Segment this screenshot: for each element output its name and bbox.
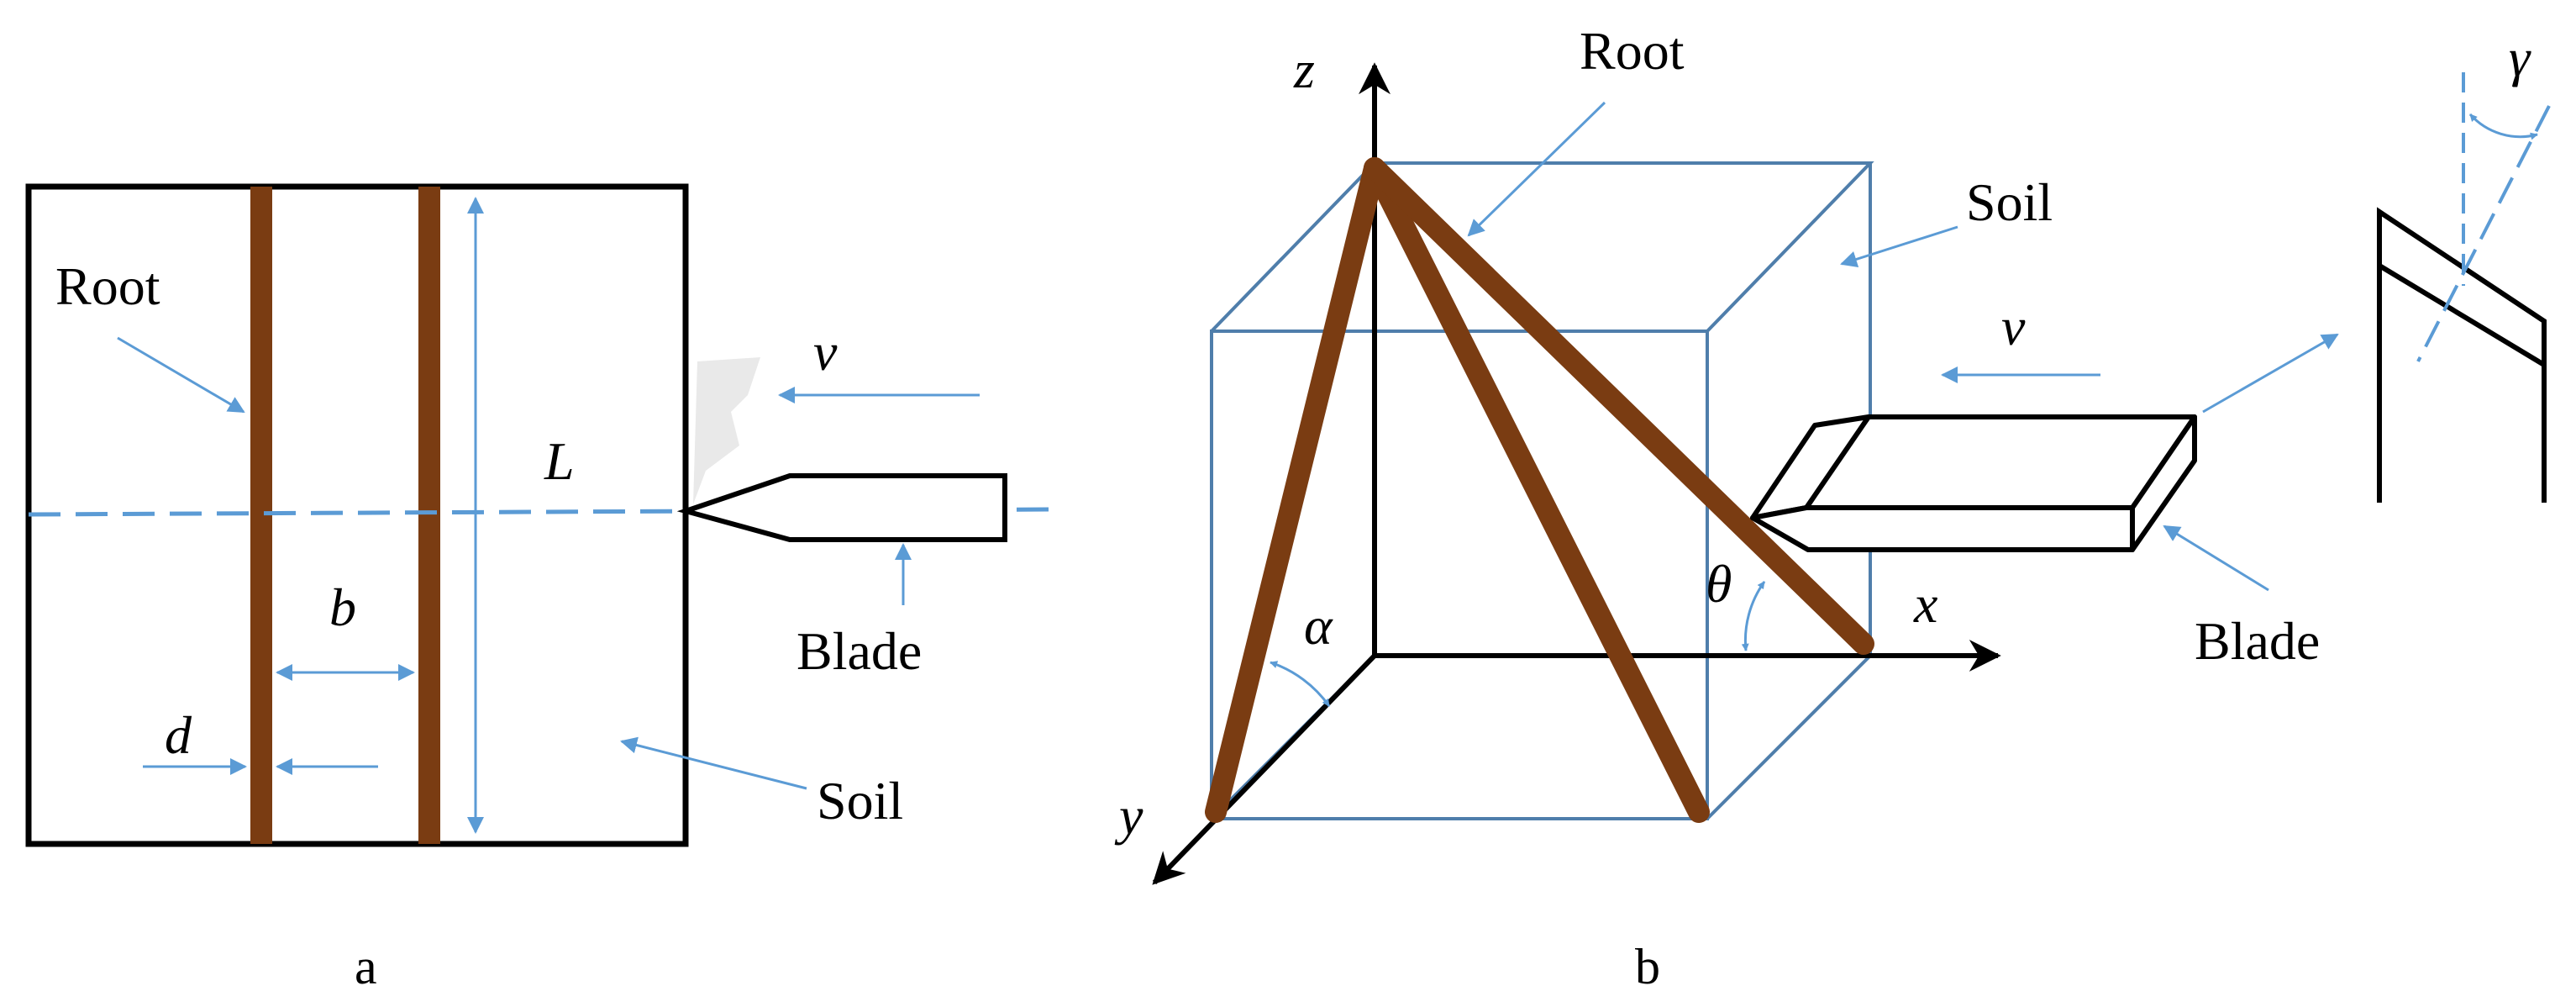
root-b-2 <box>1364 157 1710 823</box>
root-leader-b <box>1467 101 1606 237</box>
detail-leader <box>2202 333 2339 414</box>
soil-leader-a <box>620 736 807 790</box>
velocity-label-a: v <box>813 322 838 382</box>
blade-b <box>1750 414 2197 552</box>
soil-label-b: Soil <box>1966 172 2053 232</box>
root-leader-a <box>117 336 245 414</box>
gamma-label: γ <box>2509 28 2531 87</box>
length-label: L <box>544 431 575 491</box>
diameter-label: d <box>165 705 192 765</box>
root-b-3 <box>1364 157 1874 655</box>
caption-b: b <box>1635 939 1660 994</box>
blade-label-a: Blade <box>796 621 922 681</box>
z-axis-label: z <box>1293 40 1315 99</box>
root-label-a: Root <box>55 256 160 316</box>
x-axis-label: x <box>1913 574 1937 634</box>
blade-leader-b <box>2163 525 2269 592</box>
gamma-inclined-ref <box>2416 105 2551 362</box>
y-axis <box>1152 653 1377 885</box>
root-2 <box>418 187 440 844</box>
alpha-arc <box>1270 661 1331 707</box>
y-axis-label: y <box>1114 786 1143 846</box>
spacing-label: b <box>329 577 356 637</box>
soil-box <box>25 183 689 847</box>
root-label-b: Root <box>1580 21 1685 81</box>
soil-label-a: Soil <box>817 771 903 830</box>
smudge-mark <box>693 357 760 504</box>
blade-a <box>676 473 1007 542</box>
caption-a: a <box>355 939 377 994</box>
alpha-label: α <box>1304 596 1333 656</box>
soil-leader-b <box>1840 225 1958 268</box>
inclined-roots <box>1205 157 1874 823</box>
velocity-label-b: v <box>2001 297 2026 356</box>
theta-arc <box>1741 581 1766 651</box>
theta-label: θ <box>1706 554 1732 614</box>
root-b-1 <box>1205 157 1385 823</box>
gamma-arc <box>2468 113 2538 140</box>
blade-label-b: Blade <box>2195 611 2320 671</box>
panel-b: z x y Root Soil v α θ γ Blade b <box>1114 21 2551 994</box>
panel-a: Root v L b d Blade Soil a <box>25 183 1051 994</box>
